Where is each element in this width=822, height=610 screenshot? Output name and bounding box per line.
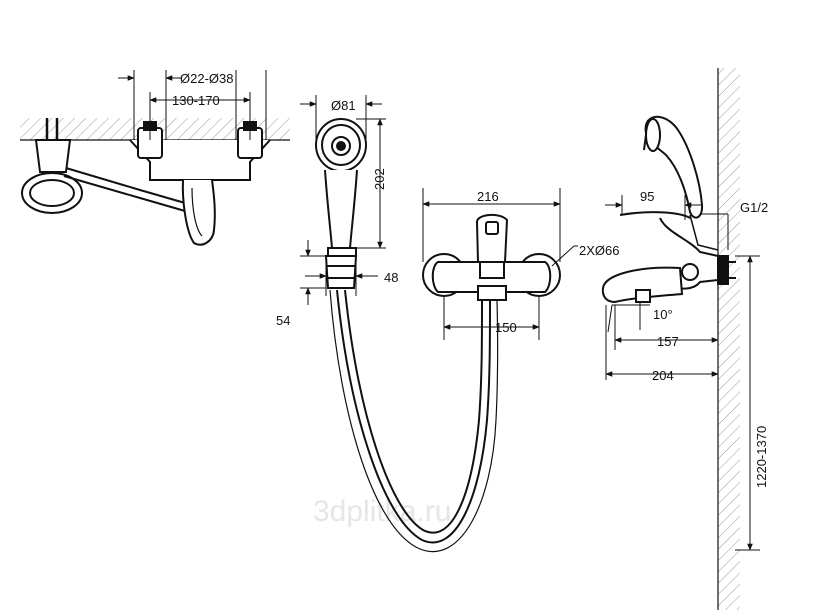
side-view-dimensions (605, 195, 760, 551)
front-view-dimensions (422, 188, 578, 340)
dim-thread-label: G1/2 (740, 200, 768, 215)
dim-spout-label: 95 (640, 189, 654, 204)
wall-hatch-side (718, 68, 740, 610)
dim-inner-label: 130-170 (172, 93, 220, 108)
dim-outer-label: Ø22-Ø38 (180, 71, 233, 86)
handshower-dimensions (300, 95, 386, 305)
dim-height-label: 202 (372, 168, 387, 190)
dim-angle-label: 10° (653, 307, 673, 322)
watermark: 3dplitka.ru (313, 495, 451, 528)
top-view-dimensions (118, 70, 267, 140)
dim-holder-height-label: 54 (276, 313, 290, 328)
front-view (422, 214, 561, 301)
dim-holder-width-label: 48 (384, 270, 398, 285)
dim-diameter-label: Ø81 (331, 98, 356, 113)
dim-depth1-label: 157 (657, 334, 679, 349)
dim-center-label: 150 (495, 320, 517, 335)
handshower-view (315, 118, 499, 553)
dim-depth2-label: 204 (652, 368, 674, 383)
dim-rosette-label: 2XØ66 (579, 243, 619, 258)
dim-mount-height-label: 1220-1370 (754, 426, 769, 488)
dim-width-label: 216 (477, 189, 499, 204)
top-view (20, 118, 290, 246)
side-view (601, 68, 740, 610)
